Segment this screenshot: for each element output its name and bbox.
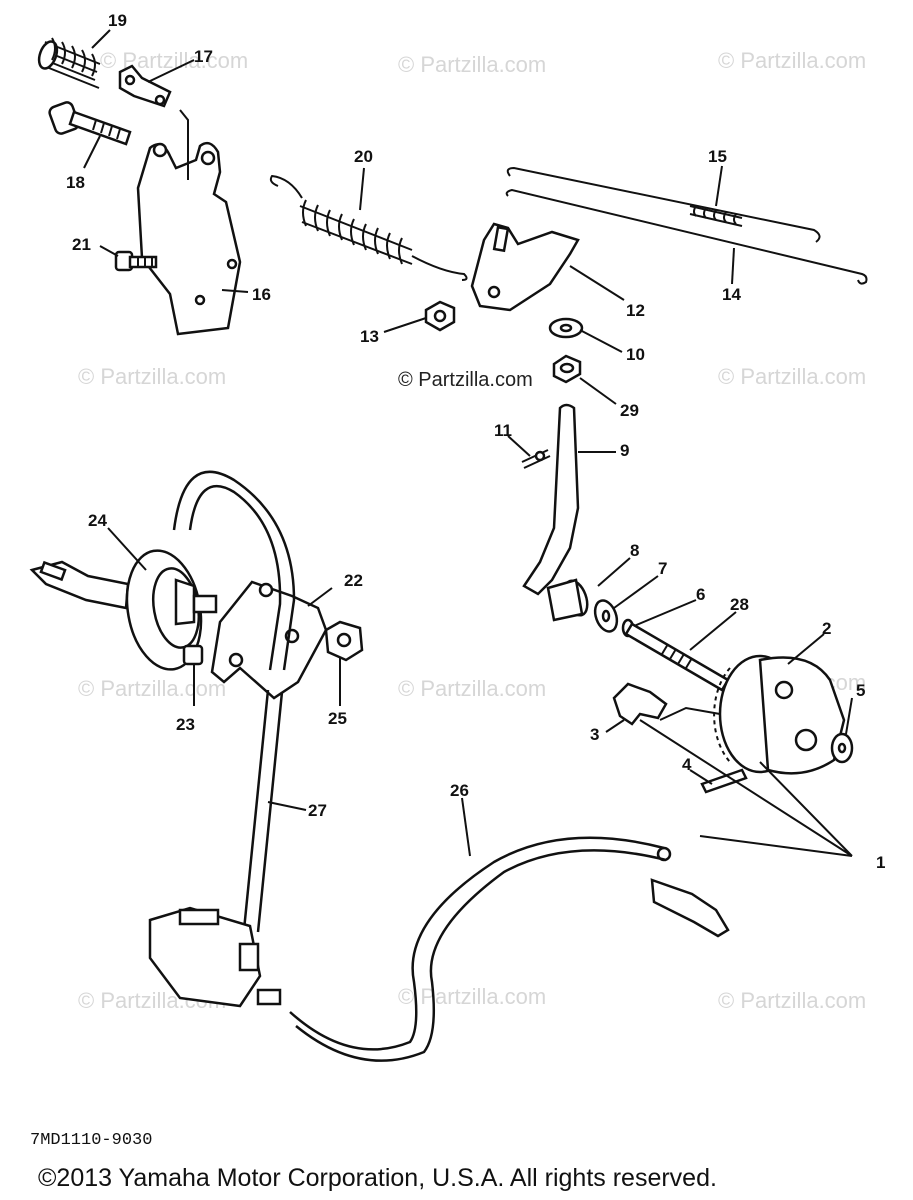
part-19-spring [37,37,101,89]
part-9-shaft [522,403,580,596]
watermark: © Partzilla.com [398,52,546,77]
part-15-rod [506,166,821,243]
callout-13: 13 [360,327,379,346]
callout-12: 12 [626,301,645,320]
callout-24: 24 [88,511,107,530]
callout-21: 21 [72,235,91,254]
callout-6: 6 [696,585,705,604]
callout-7: 7 [658,559,667,578]
callout-27: 27 [308,801,327,820]
watermark: © Partzilla.com [718,988,866,1013]
part-23-bolt [182,644,204,666]
callout-5: 5 [856,681,865,700]
part-17-plate [118,64,172,108]
watermark-center: © Partzilla.com [398,369,533,391]
callout-1: 1 [876,853,885,872]
leader-lines [83,29,853,857]
part-18-bolt [48,101,132,146]
watermark: © Partzilla.com [718,364,866,389]
hose-upper-arc [172,470,296,671]
part-13-nut [424,300,456,332]
callout-3: 3 [590,725,599,744]
callout-16: 16 [252,285,271,304]
callout-4: 4 [682,755,692,774]
part-11-pin [521,449,551,469]
part-25-nut [324,620,364,662]
part-27-hose [242,689,284,933]
part-7-washer [593,599,619,633]
part-12-lever [470,222,580,312]
part-22-bracket [210,580,328,700]
callout-25: 25 [328,709,347,728]
part-24-actuator [29,549,218,671]
callout-28: 28 [730,595,749,614]
part-8-collar [546,578,589,622]
part-5-washer [830,732,854,764]
callout-23: 23 [176,715,195,734]
callout-14: 14 [722,285,741,304]
callout-26: 26 [450,781,469,800]
callout-19: 19 [108,11,127,30]
callout-10: 10 [626,345,645,364]
part-26-hose [289,836,667,1062]
watermark: © Partzilla.com [718,48,866,73]
callout-11: 11 [494,421,512,440]
callout-22: 22 [344,571,363,590]
callout-20: 20 [354,147,373,166]
part-1-lever [650,846,730,938]
callouts: 19 17 18 21 16 20 15 14 12 13 10 29 9 11… [66,11,885,872]
watermark: © Partzilla.com [78,364,226,389]
part-3-bracket [612,682,721,726]
callout-8: 8 [630,541,639,560]
watermark: © Partzilla.com [78,676,226,701]
callout-29: 29 [620,401,639,420]
callout-17: 17 [194,47,213,66]
part-4-pin [700,768,748,794]
callout-2: 2 [822,619,831,638]
part-28-shaft [624,622,730,692]
copyright-text: ©2013 Yamaha Motor Corporation, U.S.A. A… [38,1164,717,1192]
part-2-gear [713,654,846,775]
solenoid-valve [148,906,282,1008]
callout-9: 9 [620,441,629,460]
part-20-spring [269,174,468,281]
part-14-rod [505,188,868,285]
part-16-bracket [136,141,242,336]
watermark: © Partzilla.com [398,676,546,701]
part-29-nut [552,354,582,384]
callout-15: 15 [708,147,727,166]
watermark: © Partzilla.com [398,984,546,1009]
callout-18: 18 [66,173,85,192]
part-21-bolt [114,250,158,272]
diagram-code: 7MD1110-9030 [30,1131,152,1150]
part-10-washer [548,317,584,339]
